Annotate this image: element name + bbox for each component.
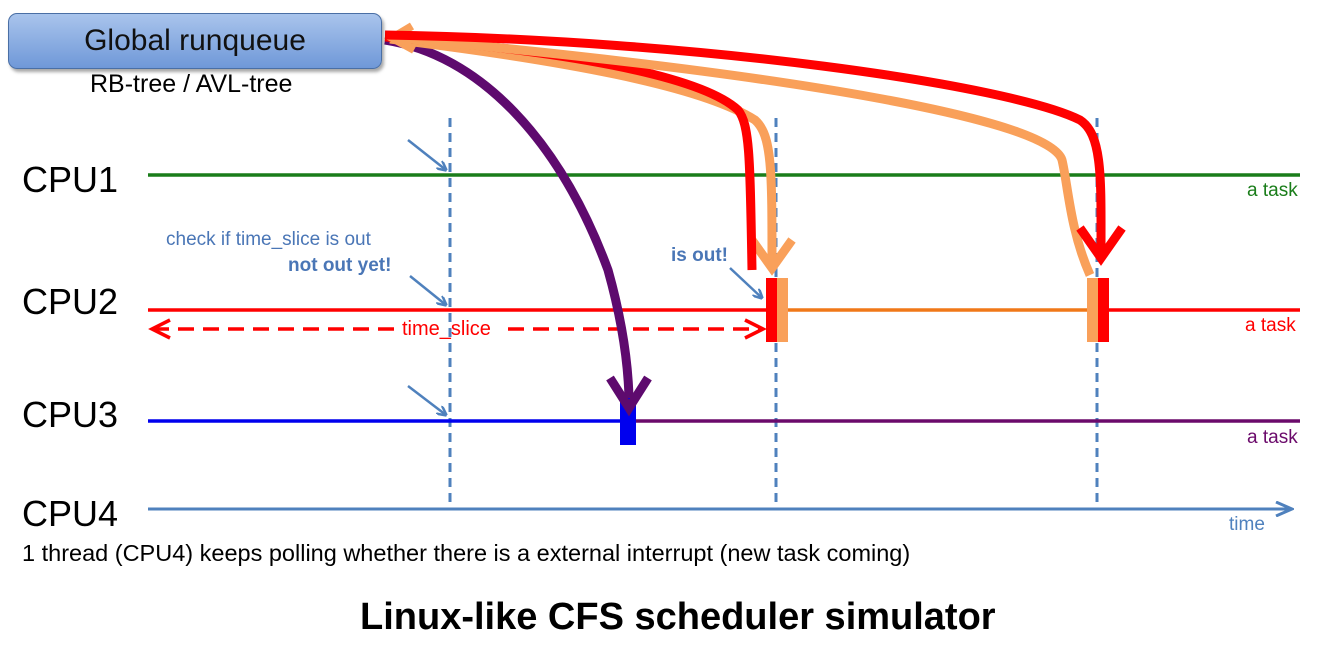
cpu2-label: CPU2 (22, 281, 119, 322)
pointer-arrow-cpu3 (407, 385, 446, 415)
cpu1-label: CPU1 (22, 159, 119, 200)
runqueue-subtitle: RB-tree / AVL-tree (90, 70, 293, 98)
cpu2-task-label: a task (1245, 315, 1296, 336)
check-time-slice-note: check if time_slice is out (166, 229, 371, 250)
global-runqueue-box: Global runqueue (8, 13, 382, 69)
cpu3-label: CPU3 (22, 394, 119, 435)
cpu2-switch-mark-1-red (766, 278, 777, 342)
page-title: Linux-like CFS scheduler simulator (360, 596, 996, 638)
cpu1-task-label: a task (1247, 180, 1298, 201)
pointer-arrow-cpu2 (409, 275, 446, 305)
cpu2-switch-mark-2-red (1098, 278, 1109, 342)
time-slice-label: time_slice (402, 318, 491, 340)
pointer-arrow-is-out (729, 267, 762, 298)
global-runqueue-label: Global runqueue (84, 24, 306, 57)
purple-dispatch-arrow (384, 35, 652, 417)
pointer-arrow-cpu1 (407, 139, 446, 170)
cpu2-switch-mark-2-orange (1087, 278, 1098, 342)
not-out-yet-note: not out yet! (288, 255, 392, 276)
is-out-note: is out! (671, 245, 728, 266)
red-dispatch-arrow-2 (384, 30, 1126, 266)
caption: 1 thread (CPU4) keeps polling whether th… (22, 540, 911, 566)
time-slice-arrow (148, 318, 767, 340)
orange-return-arrow (383, 22, 1095, 277)
time-axis-label: time (1229, 514, 1265, 535)
cpu4-label: CPU4 (22, 493, 119, 534)
cpu3-task-label: a task (1247, 427, 1298, 448)
cpu2-switch-mark-1-orange (777, 278, 788, 342)
